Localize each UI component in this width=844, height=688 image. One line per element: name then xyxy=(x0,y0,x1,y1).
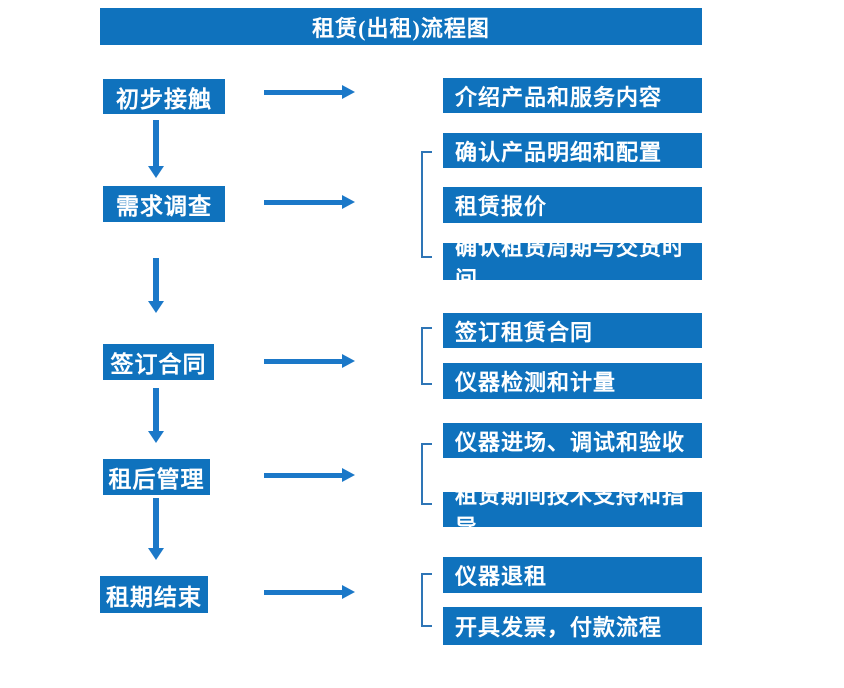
step-lease-end: 租期结束 xyxy=(100,576,208,613)
arrow-down-icon xyxy=(148,120,164,178)
step-initial-contact: 初步接触 xyxy=(103,79,225,114)
arrow-right-icon xyxy=(264,468,355,482)
detail-introduce-products: 介绍产品和服务内容 xyxy=(443,78,702,113)
detail-invoice-payment: 开具发票，付款流程 xyxy=(443,607,702,645)
arrow-down-icon xyxy=(148,388,164,443)
flowchart-title: 租赁(出租)流程图 xyxy=(100,8,702,45)
arrow-right-icon xyxy=(264,585,355,599)
arrow-right-icon xyxy=(264,85,355,99)
detail-technical-support: 租赁期间技术支持和指导 xyxy=(443,483,702,540)
group-bracket xyxy=(421,443,432,505)
step-demand-survey: 需求调查 xyxy=(103,186,225,222)
step-post-rental-management: 租后管理 xyxy=(103,459,210,495)
step-sign-contract: 签订合同 xyxy=(103,344,214,380)
arrow-right-icon xyxy=(264,354,355,368)
detail-instrument-inspection: 仪器检测和计量 xyxy=(443,363,702,399)
arrow-right-icon xyxy=(264,195,355,209)
detail-instrument-setup: 仪器进场、调试和验收 xyxy=(443,423,702,458)
detail-rental-quote: 租赁报价 xyxy=(443,187,702,223)
detail-instrument-return: 仪器退租 xyxy=(443,557,702,593)
detail-confirm-product-details: 确认产品明细和配置 xyxy=(443,133,702,168)
arrow-down-icon xyxy=(148,498,164,560)
group-bracket xyxy=(421,151,432,258)
arrow-down-icon xyxy=(148,258,164,313)
group-bracket xyxy=(421,573,432,627)
detail-confirm-rental-period: 确认租赁周期与交货时间 xyxy=(443,235,702,292)
detail-sign-rental-contract: 签订租赁合同 xyxy=(443,313,702,348)
group-bracket xyxy=(421,327,432,385)
